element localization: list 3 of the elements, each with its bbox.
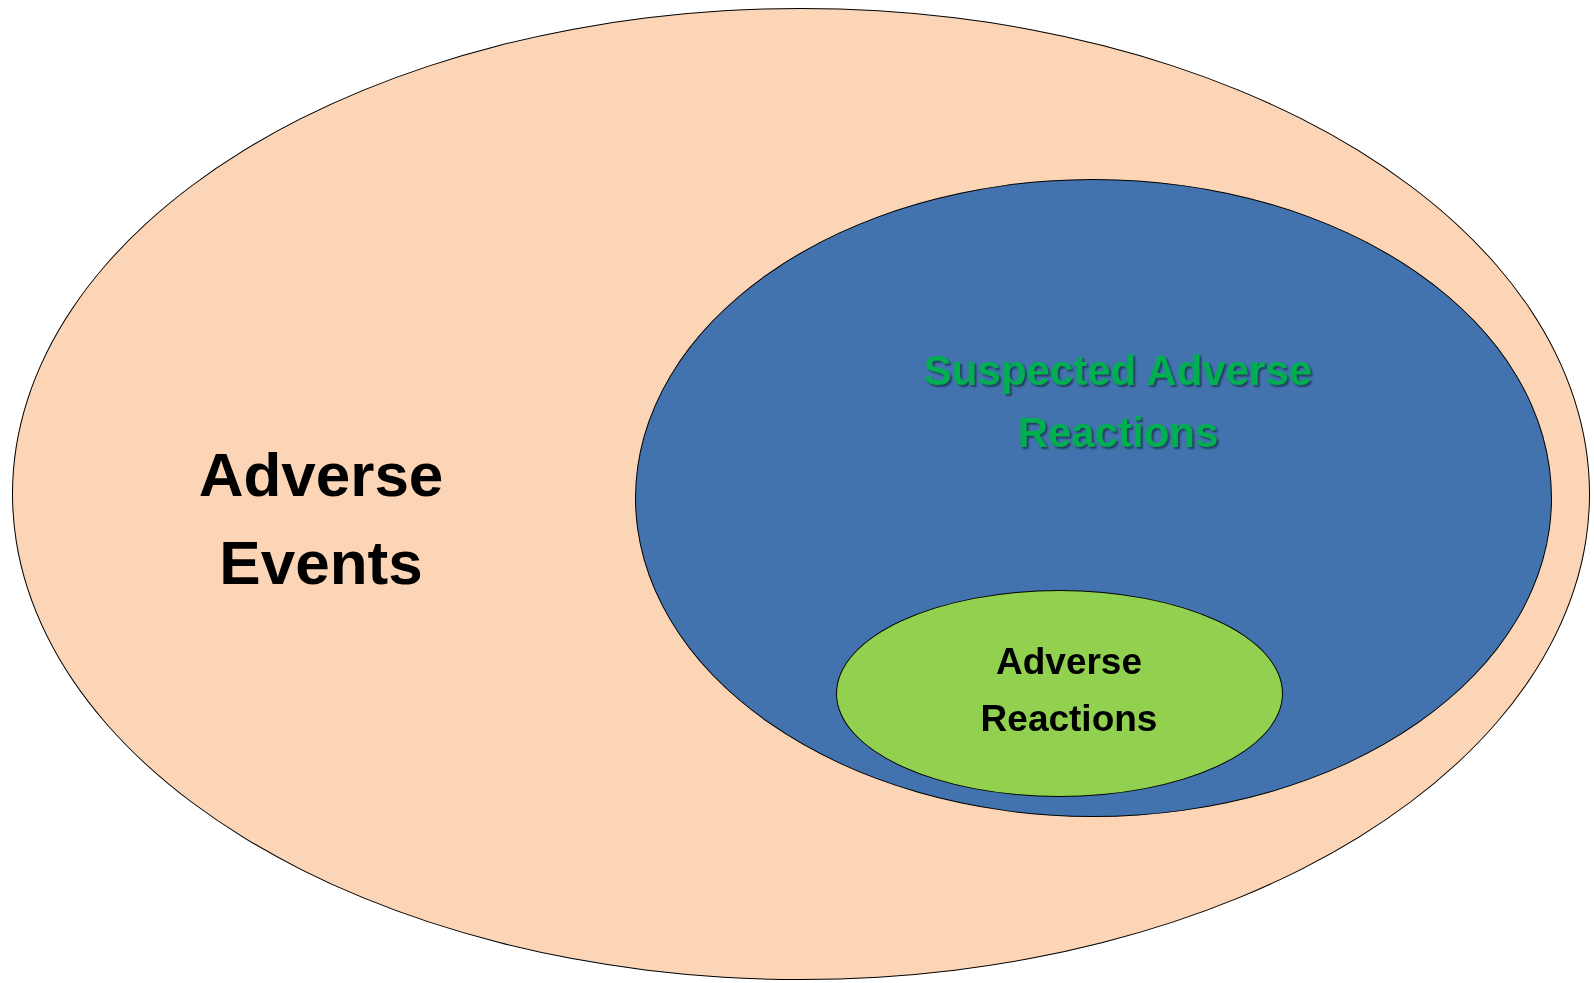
ellipse-label: Suspected Adverse Reactions bbox=[922, 346, 1314, 458]
ellipse-label: Adverse Events bbox=[197, 439, 445, 599]
ellipse-label: Adverse Reactions bbox=[979, 640, 1159, 741]
